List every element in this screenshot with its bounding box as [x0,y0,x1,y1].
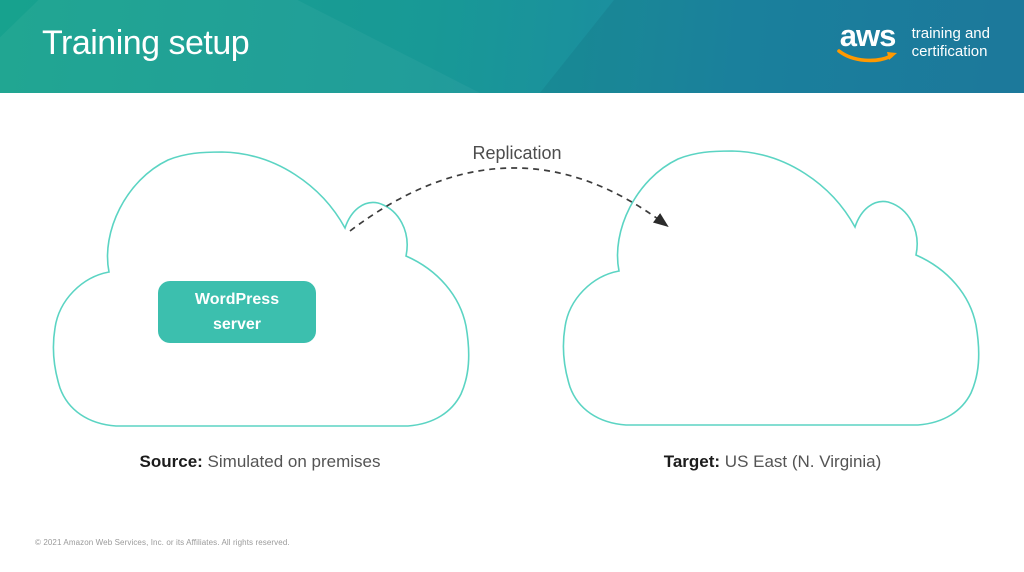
target-caption-prefix: Target: [663,452,721,471]
aws-wordmark-text: aws [839,18,897,53]
target-caption-text: US East (N. Virginia) [720,452,882,471]
replication-label: Replication [472,143,562,163]
aws-tagline-line2: certification [911,43,988,60]
replication-arrow-icon [349,167,669,232]
source-caption: Source: Simulated on premises [52,452,468,472]
aws-tagline-line1: training and [911,25,990,42]
page-title: Training setup [42,24,250,62]
source-caption-prefix: Source: [139,452,203,471]
target-cloud-icon [562,150,980,426]
page-header [0,0,1024,93]
aws-logo: aws [836,18,899,64]
target-caption: Target: US East (N. Virginia) [562,452,983,472]
aws-training-logo: aws training and certification [836,18,990,64]
wordpress-server-node: WordPress server [158,281,316,343]
source-caption-text: Simulated on premises [202,452,381,471]
aws-tagline: training and certification [912,25,990,61]
footer-copyright: © 2021 Amazon Web Services, Inc. or its … [35,538,290,547]
header-facet-decoration [539,0,1024,93]
aws-smile-icon [836,49,897,63]
